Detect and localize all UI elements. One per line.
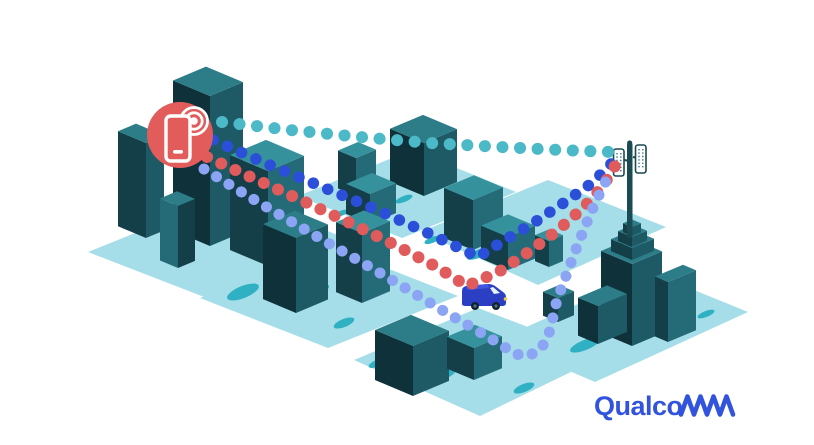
building-face-right [598, 293, 627, 344]
building-face-top [160, 191, 195, 206]
puddle [227, 283, 259, 301]
building-bottom-cube-b [447, 324, 502, 380]
building-face-right [632, 251, 662, 346]
building-face-right [549, 235, 563, 267]
building-face-top [346, 173, 396, 194]
building-face-top [338, 142, 376, 158]
car-headlight [503, 297, 508, 301]
building-face-right [558, 291, 574, 322]
building-face-right [146, 135, 164, 238]
building-bottom-cube-a [375, 314, 449, 396]
qualcomm-logo-text: Qualco [594, 391, 683, 421]
building-face-left [447, 336, 474, 380]
building-face-left [160, 198, 178, 268]
building-face-right [632, 230, 647, 247]
puddle [697, 309, 715, 319]
antenna-mast [627, 143, 633, 238]
building-face-right [296, 224, 328, 313]
puddle [424, 235, 440, 245]
building-face-right [632, 238, 654, 260]
qualcomm-logo: Qualco [594, 391, 736, 421]
building-tower-left-base [578, 285, 627, 344]
car-wheel-hub [473, 304, 477, 308]
puddle [333, 317, 355, 329]
building-tower-right-wing [655, 264, 696, 342]
smartphone-broadcast-icon [147, 102, 213, 168]
building-face-top [375, 314, 449, 346]
building-face-right [413, 330, 449, 396]
puddle [395, 194, 413, 204]
building-face-right [474, 336, 502, 380]
signal-path-multipath-periwinkle [198, 163, 614, 362]
signal-path-multipath-red [201, 151, 621, 292]
building-lower-left-a [263, 210, 328, 313]
signal-dot [190, 117, 198, 125]
car-windshield [490, 287, 500, 294]
car-wheel-hub [494, 304, 498, 308]
signal-path-line-of-sight [216, 116, 618, 158]
antenna-panel-right [634, 144, 647, 174]
phone-home-bar [173, 150, 183, 154]
building-face-left [118, 131, 146, 238]
building-face-right [632, 223, 641, 236]
city-buildings [118, 66, 696, 396]
building-face-top [230, 139, 304, 171]
building-face-top [655, 264, 696, 282]
building-face-right [362, 221, 390, 303]
building-left-tall [118, 123, 164, 238]
block-lower-left [200, 246, 458, 348]
building-left-cube [160, 191, 195, 268]
building-face-left [655, 276, 668, 342]
building-face-left [618, 231, 632, 247]
building-face-top [578, 285, 627, 306]
building-face-left [578, 297, 598, 344]
building-face-top [173, 66, 243, 96]
building-face-top [390, 114, 457, 143]
building-face-left [611, 239, 632, 260]
phone-outline [164, 114, 192, 163]
qualcomm-logo-mm-zigzag [678, 394, 736, 417]
building-face-left [336, 222, 362, 303]
building-face-left [263, 224, 296, 313]
puddle [513, 382, 535, 394]
signal-path-multipath-blue [207, 134, 618, 263]
building-face-right [668, 270, 696, 342]
building-face-top [444, 175, 503, 200]
building-face-left [375, 330, 413, 396]
antenna-tip [627, 140, 633, 146]
building-mid-top-tall [390, 114, 457, 196]
building-face-top [447, 324, 502, 348]
signal-paths [198, 116, 621, 362]
building-face-left [444, 187, 473, 250]
building-face-right [178, 198, 195, 268]
